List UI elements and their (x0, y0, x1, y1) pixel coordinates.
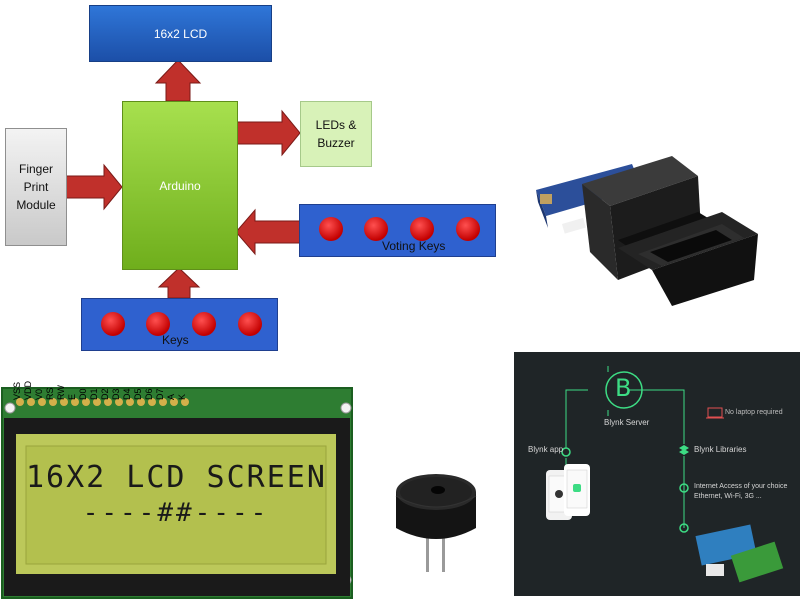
key-4[interactable] (238, 312, 262, 336)
keys-label: Keys (162, 333, 189, 347)
arrow-arduino-to-lcd (154, 59, 202, 102)
arduino-block: Arduino (122, 101, 238, 270)
blynk-app-label: Blynk app (528, 445, 564, 454)
lcd-pin-label: D1 (89, 388, 99, 400)
key-2[interactable] (146, 312, 170, 336)
lcd-pin-label: VDD (23, 380, 33, 400)
arrow-arduino-to-leds (235, 109, 301, 157)
lcd-block: 16x2 LCD (89, 5, 272, 62)
finger-print-label: Finger Print Module (16, 162, 56, 212)
internet-access-line-2: Ethernet, Wi-Fi, 3G ... (694, 493, 762, 500)
lcd-pin-label: D5 (133, 388, 143, 400)
voting-key-2[interactable] (364, 217, 388, 241)
blynk-logo-ring (605, 371, 643, 409)
keys-panel: Keys (81, 298, 278, 351)
internet-access-line-1: Internet Access of your choice (694, 483, 788, 490)
lcd-module-image: VSS VDD V0 RS RW E D0 D1 D2 D3 D4 D5 D6 … (0, 352, 360, 600)
lcd-pin-label: E (67, 393, 77, 400)
voting-key-1[interactable] (319, 217, 343, 241)
lcd-screen-line-1: 16X2 LCD SCREEN (26, 460, 327, 495)
arrow-voting-to-arduino (235, 208, 301, 256)
voting-key-4[interactable] (456, 217, 480, 241)
lcd-module-graphic (1, 387, 353, 599)
blynk-graphic (546, 366, 784, 583)
voting-key-3[interactable] (410, 217, 434, 241)
blynk-server-label: Blynk Server (604, 418, 650, 427)
blynk-libraries-label: Blynk Libraries (694, 445, 747, 454)
lcd-pin-label: VSS (12, 381, 22, 400)
arrow-finger-to-arduino (64, 163, 123, 211)
key-3[interactable] (192, 312, 216, 336)
lcd-pin-label: A (166, 393, 176, 400)
no-laptop-label: No laptop required (725, 409, 783, 416)
finger-print-block: Finger Print Module (5, 128, 67, 246)
lcd-pin-label: D4 (122, 388, 132, 400)
lcd-pin-label: D0 (78, 388, 88, 400)
lcd-pin-label: V0 (34, 388, 44, 400)
blynk-logo-text: B (615, 374, 632, 402)
lcd-pin-label: D3 (111, 388, 121, 400)
lcd-pin-label: RW (56, 385, 66, 400)
arrow-keys-to-arduino (157, 267, 201, 299)
fingerprint-sensor-image (536, 156, 758, 306)
lcd-pin-label: D6 (144, 388, 154, 400)
block-diagram-arrows (64, 59, 301, 299)
buzzer-image (395, 474, 477, 572)
lcd-pin-label: D7 (155, 388, 165, 400)
voting-keys-label: Voting Keys (382, 239, 446, 253)
arduino-block-label: Arduino (159, 178, 201, 193)
leds-buzzer-block: LEDs & Buzzer (300, 101, 372, 167)
lcd-block-label: 16x2 LCD (153, 26, 208, 41)
lcd-pin-label: RS (45, 387, 55, 400)
lcd-pin-labels: VSS VDD V0 RS RW E D0 D1 D2 D3 D4 D5 D6 … (12, 352, 194, 400)
lcd-pin-label: K (177, 393, 187, 400)
leds-buzzer-label: LEDs & Buzzer (315, 118, 357, 150)
blynk-diagram: B Blynk Server No laptop required Blynk … (514, 352, 800, 596)
lcd-screen-line-2: ----##---- (82, 498, 270, 528)
key-1[interactable] (101, 312, 125, 336)
lcd-pin-label: D2 (100, 388, 110, 400)
voting-keys-panel: Voting Keys (299, 204, 496, 257)
